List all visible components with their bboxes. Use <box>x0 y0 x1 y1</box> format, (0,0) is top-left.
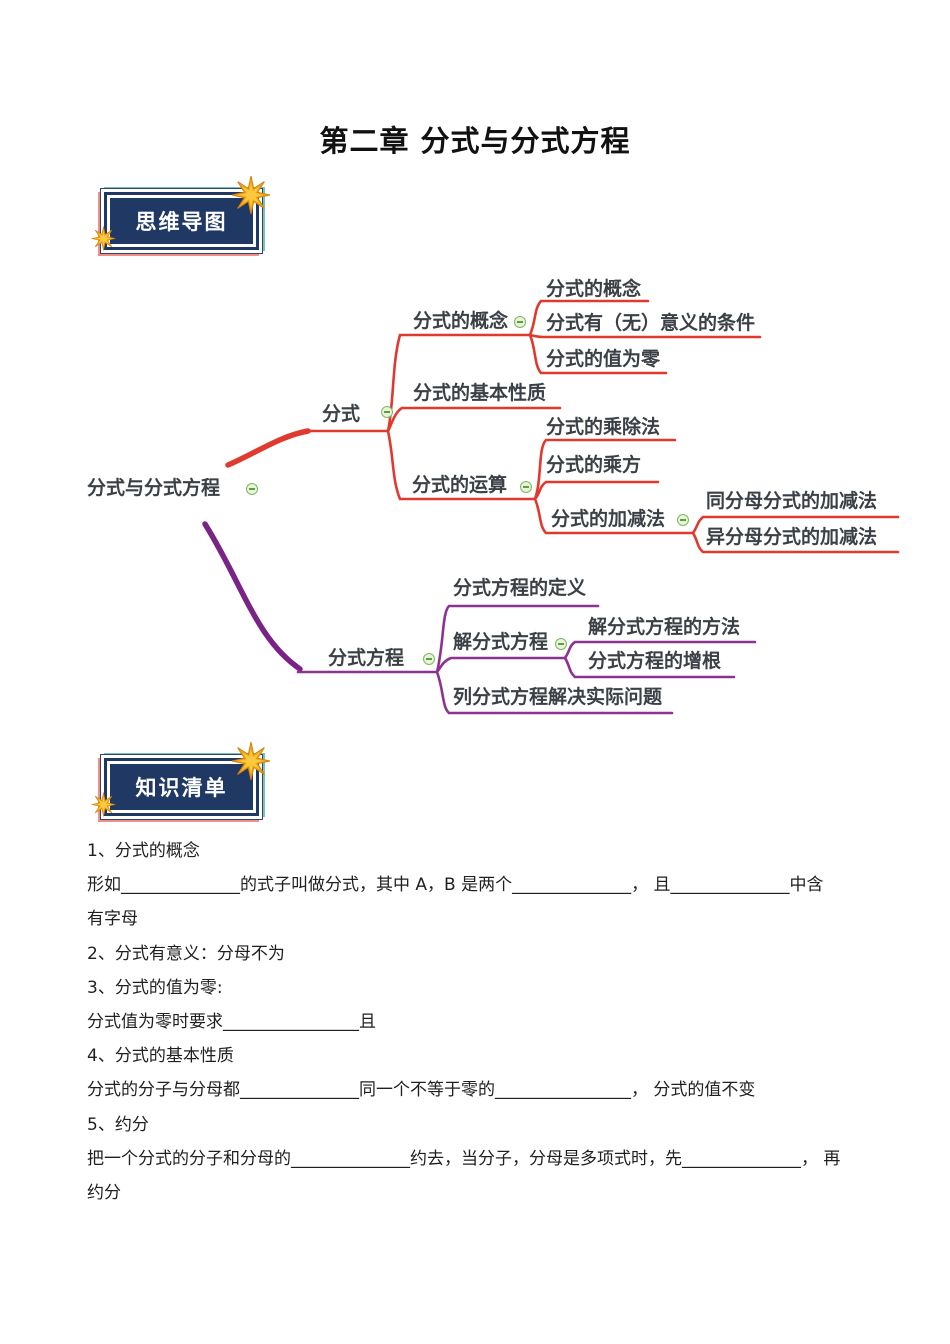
knowledge-section-badge: 知识清单 <box>91 741 271 820</box>
sparkle-star-icon <box>231 175 271 215</box>
mindmap-diagram: 分式与分式方程 分式 分式的概念 分式的概念 分式有（无）意义的条件 分式的值为… <box>0 265 950 735</box>
node-fraction: 分式 <box>322 403 361 425</box>
node-solve-equation: 解分式方程 <box>453 631 549 653</box>
node-concept-branch: 分式的概念 <box>413 310 509 332</box>
knowledge-line: 2、分式有意义：分母不为 <box>87 943 285 964</box>
node-root: 分式与分式方程 <box>87 477 221 499</box>
knowledge-line: 5、约分 <box>87 1114 149 1135</box>
collapse-minus-icon <box>677 514 689 526</box>
node-fractional-equation: 分式方程 <box>328 647 405 669</box>
page-title: 第二章 分式与分式方程 <box>319 124 631 158</box>
knowledge-line: 形如______________的式子叫做分式，其中 A，B 是两个______… <box>87 875 824 896</box>
node-equation-definition: 分式方程的定义 <box>453 577 587 599</box>
node-same-denominator: 同分母分式的加减法 <box>706 490 878 512</box>
knowledge-line: 分式的分子与分母都______________同一个不等于零的_________… <box>87 1080 756 1101</box>
collapse-minus-icon <box>381 406 393 418</box>
collapse-minus-icon <box>514 316 526 328</box>
node-word-problems: 列分式方程解决实际问题 <box>453 686 663 708</box>
sparkle-star-icon <box>91 226 116 251</box>
node-basic-property: 分式的基本性质 <box>413 382 547 404</box>
collapse-minus-icon <box>520 481 532 493</box>
knowledge-line: 把一个分式的分子和分母的______________约去，当分子，分母是多项式时… <box>87 1148 841 1169</box>
node-operations: 分式的运算 <box>412 474 508 496</box>
sparkle-star-icon <box>231 741 271 781</box>
mindmap-branches-svg <box>202 299 900 715</box>
node-add-sub: 分式的加减法 <box>551 508 666 530</box>
badge-label: 知识清单 <box>104 758 259 816</box>
collapse-minus-icon <box>423 653 435 665</box>
sparkle-star-icon <box>91 792 116 817</box>
knowledge-line: 约分 <box>87 1183 121 1204</box>
node-diff-denominator: 异分母分式的加减法 <box>706 526 878 548</box>
badge-frame: 知识清单 <box>100 754 263 820</box>
collapse-minus-icon <box>555 638 567 650</box>
collapse-minus-icon <box>246 483 258 495</box>
node-value-zero: 分式的值为零 <box>546 348 661 370</box>
knowledge-list: 1、分式的概念 形如______________的式子叫做分式，其中 A，B 是… <box>87 834 917 1210</box>
node-extraneous-root: 分式方程的增根 <box>588 650 722 672</box>
knowledge-line: 4、分式的基本性质 <box>87 1046 234 1067</box>
node-power: 分式的乘方 <box>546 454 642 476</box>
badge-label: 思维导图 <box>104 192 259 250</box>
knowledge-line: 3、分式的值为零: <box>87 977 223 998</box>
node-mul-div: 分式的乘除法 <box>546 416 661 438</box>
knowledge-line: 分式值为零时要求________________且 <box>87 1012 376 1033</box>
node-concept: 分式的概念 <box>546 278 642 300</box>
node-solve-method: 解分式方程的方法 <box>588 616 741 638</box>
badge-frame: 思维导图 <box>100 188 263 254</box>
knowledge-line: 有字母 <box>87 909 138 930</box>
mindmap-section-badge: 思维导图 <box>91 175 271 254</box>
knowledge-line: 1、分式的概念 <box>87 841 200 861</box>
node-meaning-condition: 分式有（无）意义的条件 <box>546 312 756 334</box>
